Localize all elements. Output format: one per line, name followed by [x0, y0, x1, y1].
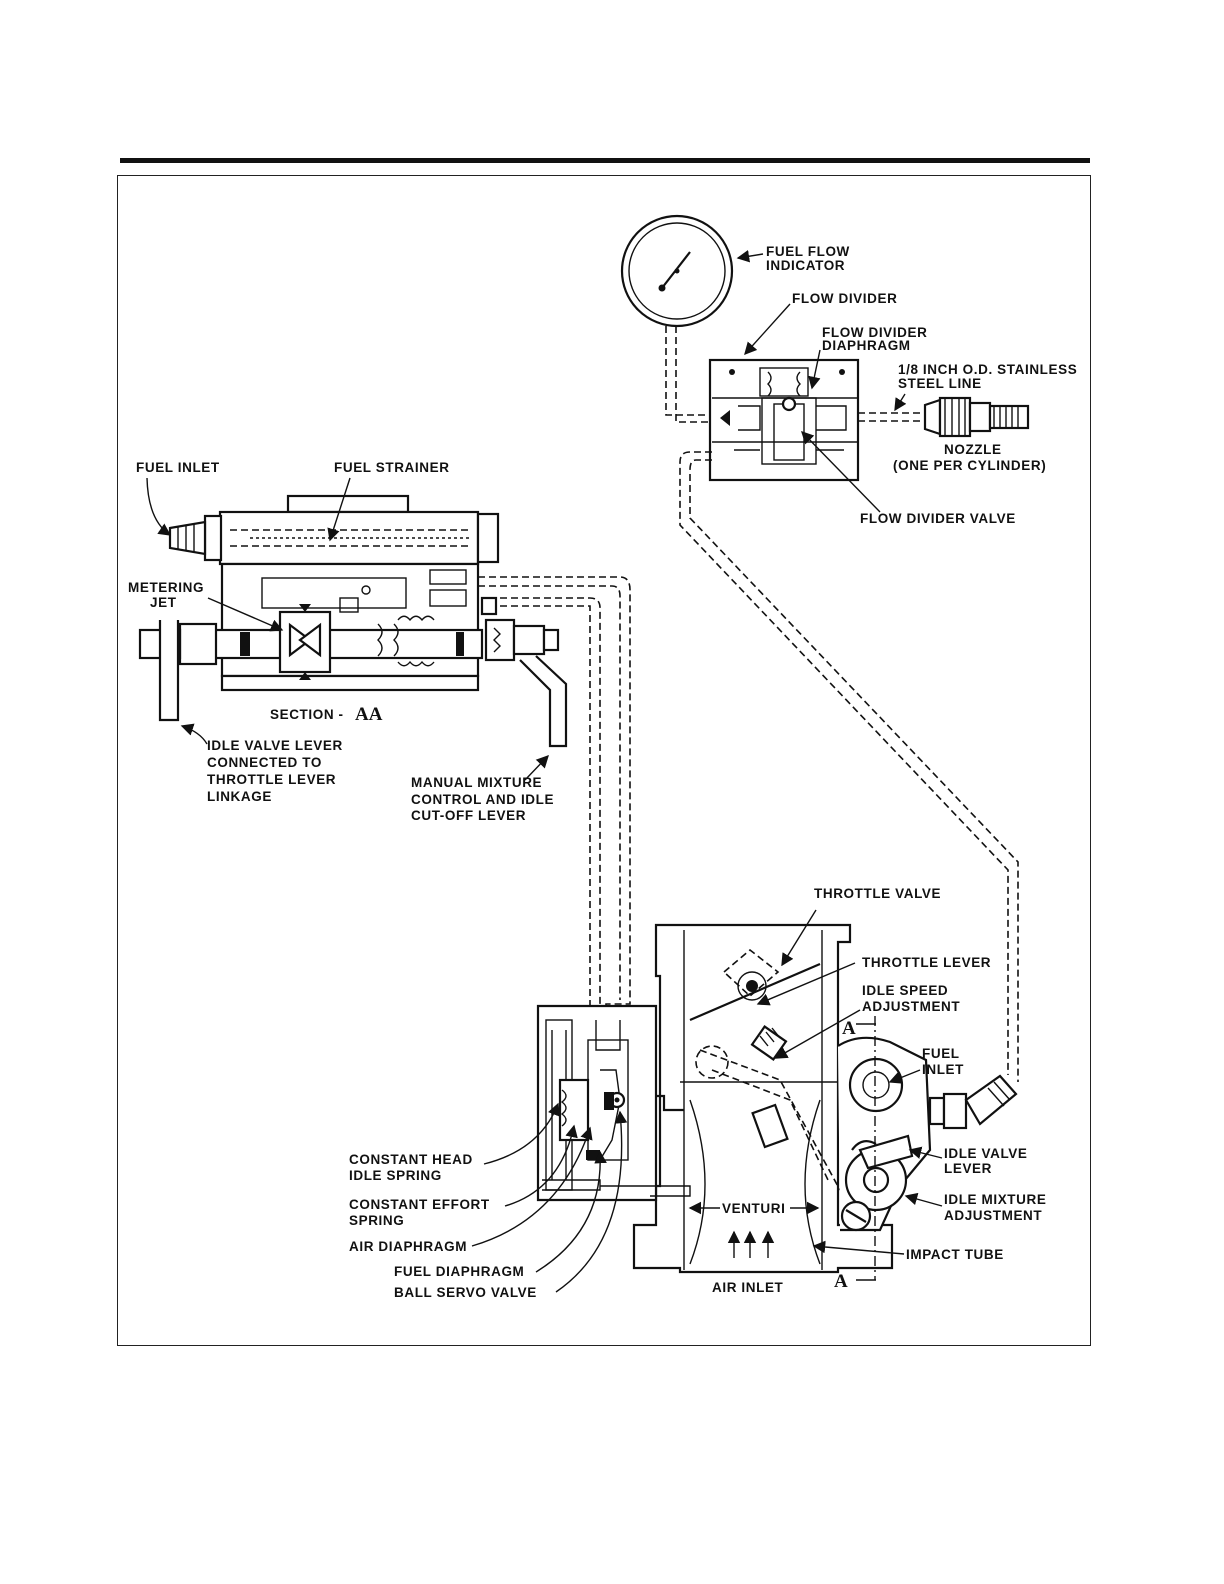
- label-fuel-flow-indicator-2: INDICATOR: [766, 258, 845, 273]
- label-manual-mixture-1: MANUAL MIXTURE: [411, 775, 542, 790]
- label-ball-servo-valve: BALL SERVO VALVE: [394, 1285, 537, 1300]
- label-manual-mixture-2: CONTROL AND IDLE: [411, 792, 554, 807]
- label-constant-head-2: IDLE SPRING: [349, 1168, 442, 1183]
- label-venturi: VENTURI: [722, 1201, 785, 1216]
- fuel-flow-gauge: [620, 214, 734, 328]
- label-idle-valve-lever-right-1: IDLE VALVE: [944, 1146, 1028, 1161]
- nozzle: [923, 396, 1030, 438]
- flow-divider: [708, 358, 860, 482]
- leader-lines: [146, 250, 943, 1293]
- label-fuel-strainer: FUEL STRAINER: [334, 460, 450, 475]
- label-metering-jet-1: METERING: [128, 580, 204, 595]
- label-idle-valve-lever-left-1: IDLE VALVE LEVER: [207, 738, 343, 753]
- air-inlet-arrows: [727, 1230, 775, 1258]
- label-idle-valve-lever-left-3: THROTTLE LEVER: [207, 772, 336, 787]
- label-constant-effort-2: SPRING: [349, 1213, 404, 1228]
- label-section: SECTION -: [270, 707, 344, 722]
- label-constant-effort-1: CONSTANT EFFORT: [349, 1197, 490, 1212]
- header-rule: [120, 158, 1090, 163]
- label-air-diaphragm: AIR DIAPHRAGM: [349, 1239, 467, 1254]
- label-idle-mixture-adjustment-1: IDLE MIXTURE: [944, 1192, 1046, 1207]
- gauge-line: [665, 326, 712, 416]
- label-idle-valve-lever-right-2: LEVER: [944, 1161, 992, 1176]
- label-fuel-flow-indicator-1: FUEL FLOW: [766, 244, 850, 259]
- divider-fuel-line: [679, 451, 1009, 1075]
- label-impact-tube: IMPACT TUBE: [906, 1247, 1004, 1262]
- label-steel-line-2: STEEL LINE: [898, 376, 982, 391]
- metering-fuel-line-b: [500, 597, 601, 1020]
- label-fuel-diaphragm: FUEL DIAPHRAGM: [394, 1264, 524, 1279]
- label-flow-divider-valve: FLOW DIVIDER VALVE: [860, 511, 1016, 526]
- label-idle-valve-lever-left-2: CONNECTED TO: [207, 755, 322, 770]
- figure-frame: [117, 175, 1091, 1346]
- label-fuel-inlet-top: FUEL INLET: [136, 460, 220, 475]
- label-throttle-lever: THROTTLE LEVER: [862, 955, 991, 970]
- label-manual-mixture-3: CUT-OFF LEVER: [411, 808, 526, 823]
- label-section-marker-bottom: A: [834, 1271, 848, 1292]
- label-idle-mixture-adjustment-2: ADJUSTMENT: [944, 1208, 1042, 1223]
- label-metering-jet-2: JET: [150, 595, 177, 610]
- label-nozzle-1: NOZZLE: [944, 442, 1002, 457]
- label-constant-head-1: CONSTANT HEAD: [349, 1152, 473, 1167]
- fuel-metering-section: [138, 494, 568, 748]
- label-idle-valve-lever-left-4: LINKAGE: [207, 789, 272, 804]
- label-idle-speed-adjustment-2: ADJUSTMENT: [862, 999, 960, 1014]
- label-fuel-inlet-right-1: FUEL: [922, 1046, 960, 1061]
- label-throttle-valve: THROTTLE VALVE: [814, 886, 941, 901]
- label-nozzle-2: (ONE PER CYLINDER): [893, 458, 1046, 473]
- label-section-marker-top: A: [842, 1018, 856, 1039]
- label-air-inlet: AIR INLET: [712, 1280, 784, 1295]
- label-fuel-inlet-right-2: INLET: [922, 1062, 964, 1077]
- label-idle-speed-adjustment-1: IDLE SPEED: [862, 983, 948, 998]
- label-steel-line-1: 1/8 INCH O.D. STAINLESS: [898, 362, 1077, 377]
- label-section-letters: AA: [355, 704, 383, 725]
- label-flow-divider-diaphragm-2: DIAPHRAGM: [822, 338, 911, 353]
- throttle-body: [632, 923, 1018, 1281]
- label-flow-divider-diaphragm-1: FLOW DIVIDER: [822, 325, 927, 340]
- label-flow-divider: FLOW DIVIDER: [792, 291, 897, 306]
